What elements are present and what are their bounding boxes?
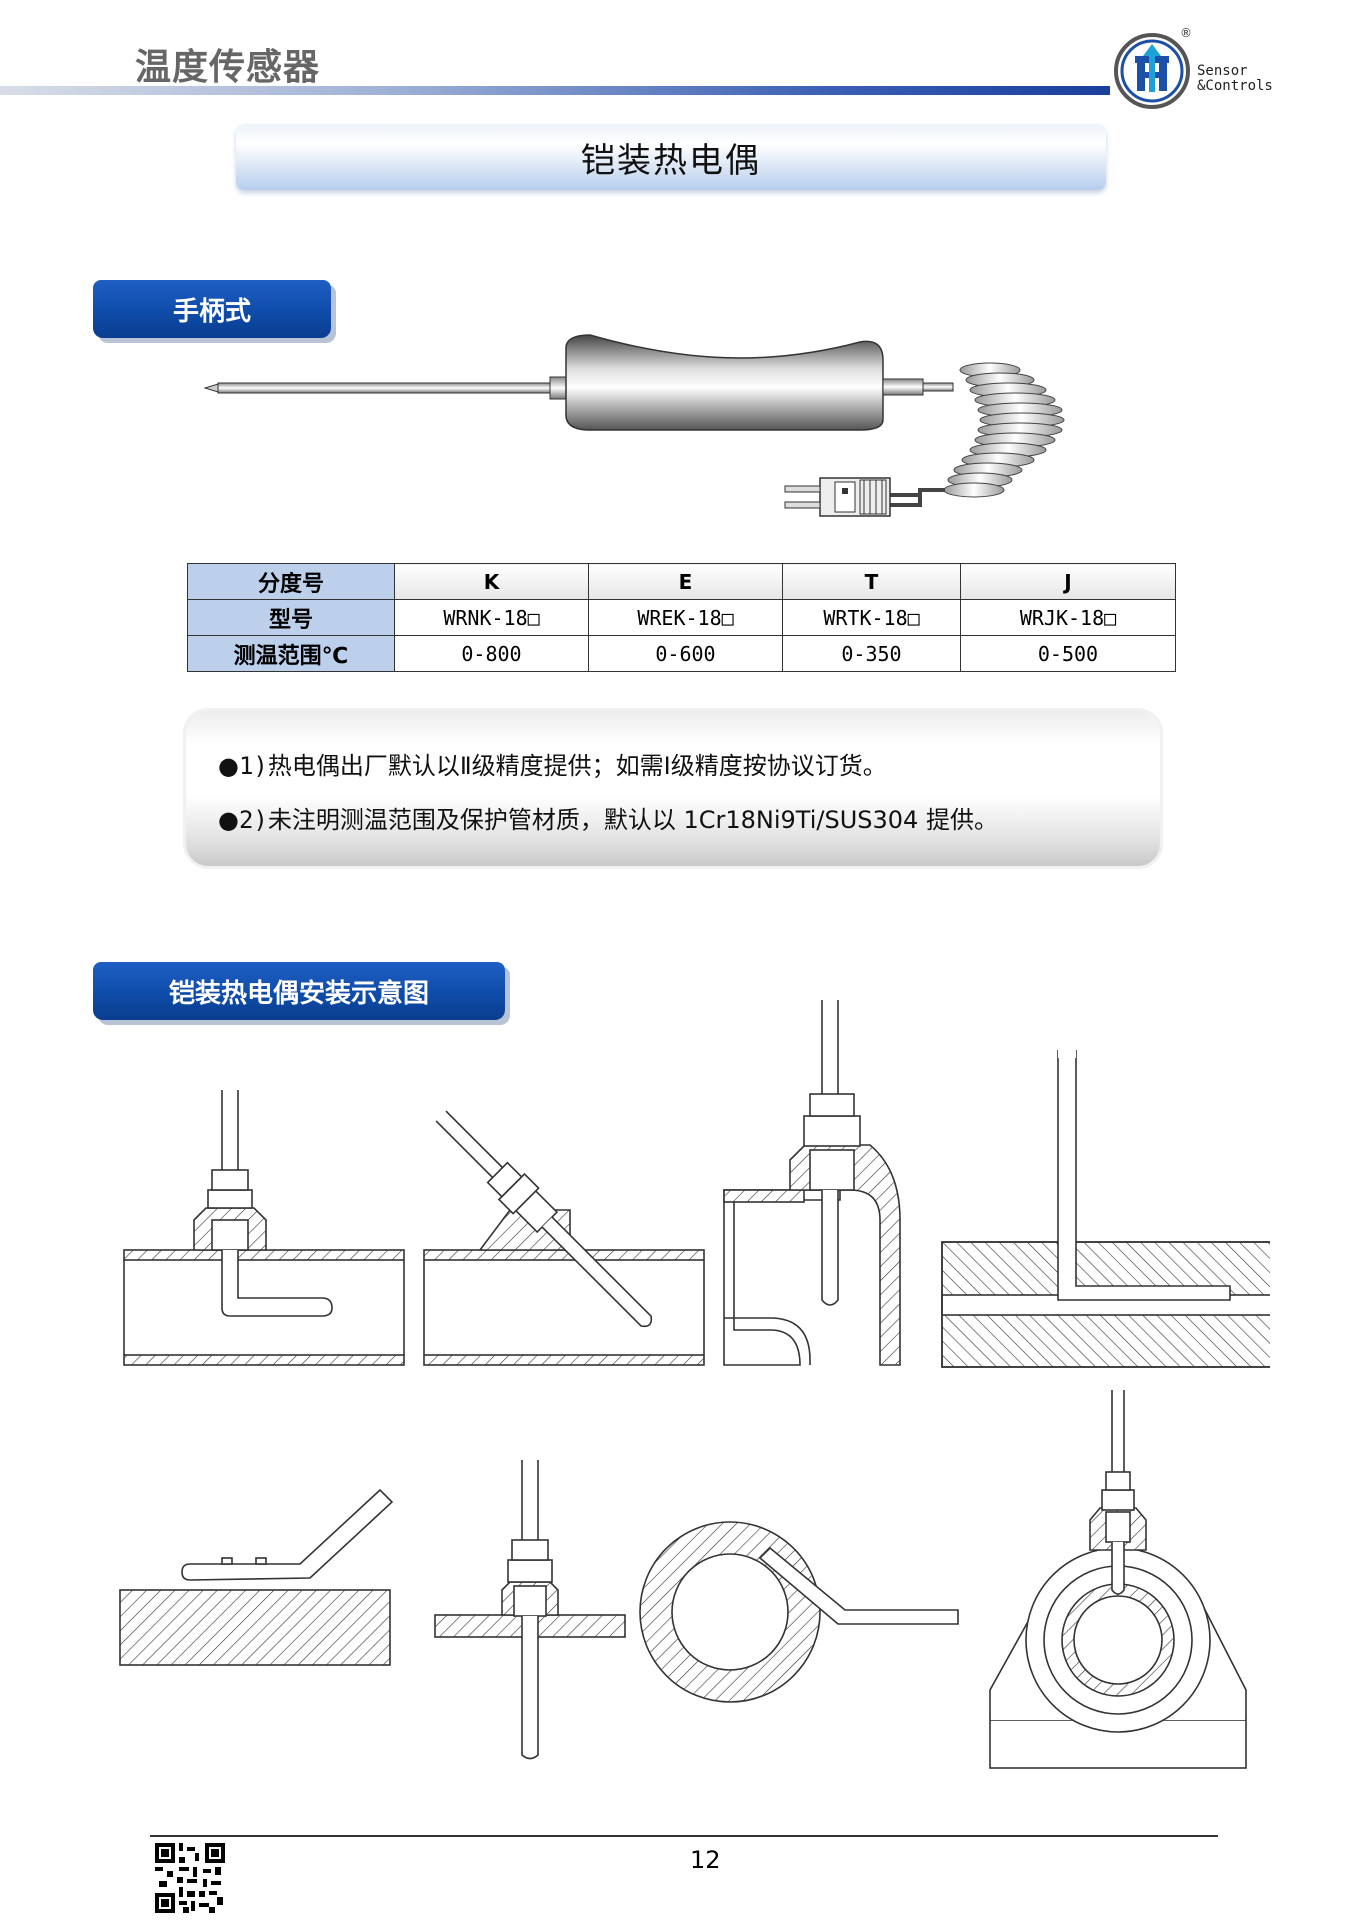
notes-box: [186, 711, 1160, 866]
spec-table: 分度号 K E T J 型号 WRNK-18□ WREK-18□ WRTK-18…: [187, 563, 1176, 672]
title-banner: 铠装热电偶: [236, 124, 1106, 190]
diagram-saddle: [989, 1390, 1247, 1769]
grade-cell: J: [960, 563, 1176, 600]
grade-cell: E: [588, 563, 783, 600]
range-cell: 0-600: [588, 635, 783, 672]
table-row-grade: 分度号 K E T J: [187, 563, 1176, 600]
table-row-range: 测温范围℃ 0-800 0-600 0-350 0-500: [187, 635, 1176, 672]
model-cell: WRJK-18□: [960, 599, 1176, 636]
banner-title: 铠装热电偶: [581, 140, 761, 181]
row-header-model: 型号: [187, 599, 395, 636]
diagram-block: [941, 1050, 1270, 1368]
model-cell: WRTK-18□: [782, 599, 961, 636]
range-cell: 0-800: [394, 635, 589, 672]
installation-diagrams: [119, 1000, 1270, 1769]
note-line-1: ●1)热电偶出厂默认以Ⅱ级精度提供；如需Ⅰ级精度按协议订货。: [218, 746, 887, 781]
range-cell: 0-500: [960, 635, 1176, 672]
page-number: 12: [690, 1846, 721, 1874]
handheld-thermocouple-illustration: [203, 334, 1065, 517]
note-number: 2): [238, 806, 268, 834]
model-cell: WREK-18□: [588, 599, 783, 636]
logo-text: Sensor &Controls: [1197, 64, 1273, 94]
page-header-title: 温度传感器: [135, 47, 321, 88]
section-label-text: 铠装热电偶安装示意图: [168, 978, 429, 1009]
range-cell: 0-350: [782, 635, 961, 672]
note-text: 热电偶出厂默认以Ⅱ级精度提供；如需Ⅰ级精度按协议订货。: [267, 752, 887, 780]
diagram-pipe-angled: [423, 1110, 705, 1366]
grade-cell: K: [394, 563, 589, 600]
model-cell: WRNK-18□: [394, 599, 589, 636]
logo-text-line2: &Controls: [1197, 78, 1273, 94]
note-text: 未注明测温范围及保护管材质，默认以 1Cr18Ni9Ti/SUS304 提供。: [267, 806, 998, 834]
note-number: 1): [238, 752, 268, 780]
row-header-range: 测温范围℃: [187, 635, 395, 672]
section-label-handle: 手柄式: [93, 280, 331, 338]
note-line-2: ●2)未注明测温范围及保护管材质，默认以 1Cr18Ni9Ti/SUS304 提…: [218, 800, 998, 835]
table-row-model: 型号 WRNK-18□ WREK-18□ WRTK-18□ WRJK-18□: [187, 599, 1176, 636]
company-logo-icon: [1114, 33, 1190, 109]
diagram-elbow: [723, 1000, 901, 1366]
footer-divider: [150, 1835, 1218, 1837]
diagram-plate-vertical: [434, 1460, 626, 1760]
logo-text-line1: Sensor: [1197, 63, 1248, 79]
diagram-ring: [639, 1521, 959, 1703]
bullet-icon: ●: [218, 806, 239, 834]
qr-code-icon: [155, 1843, 225, 1913]
section-label-text: 手柄式: [172, 296, 251, 327]
bullet-icon: ●: [218, 752, 239, 780]
grade-cell: T: [782, 563, 961, 600]
diagram-surface: [119, 1488, 394, 1666]
row-header-grade: 分度号: [187, 563, 395, 600]
diagram-pipe-vertical: [123, 1090, 405, 1366]
section-label-installation: 铠装热电偶安装示意图: [93, 962, 505, 1020]
header-bar: [0, 86, 1110, 95]
registered-mark: ®: [1180, 26, 1192, 40]
